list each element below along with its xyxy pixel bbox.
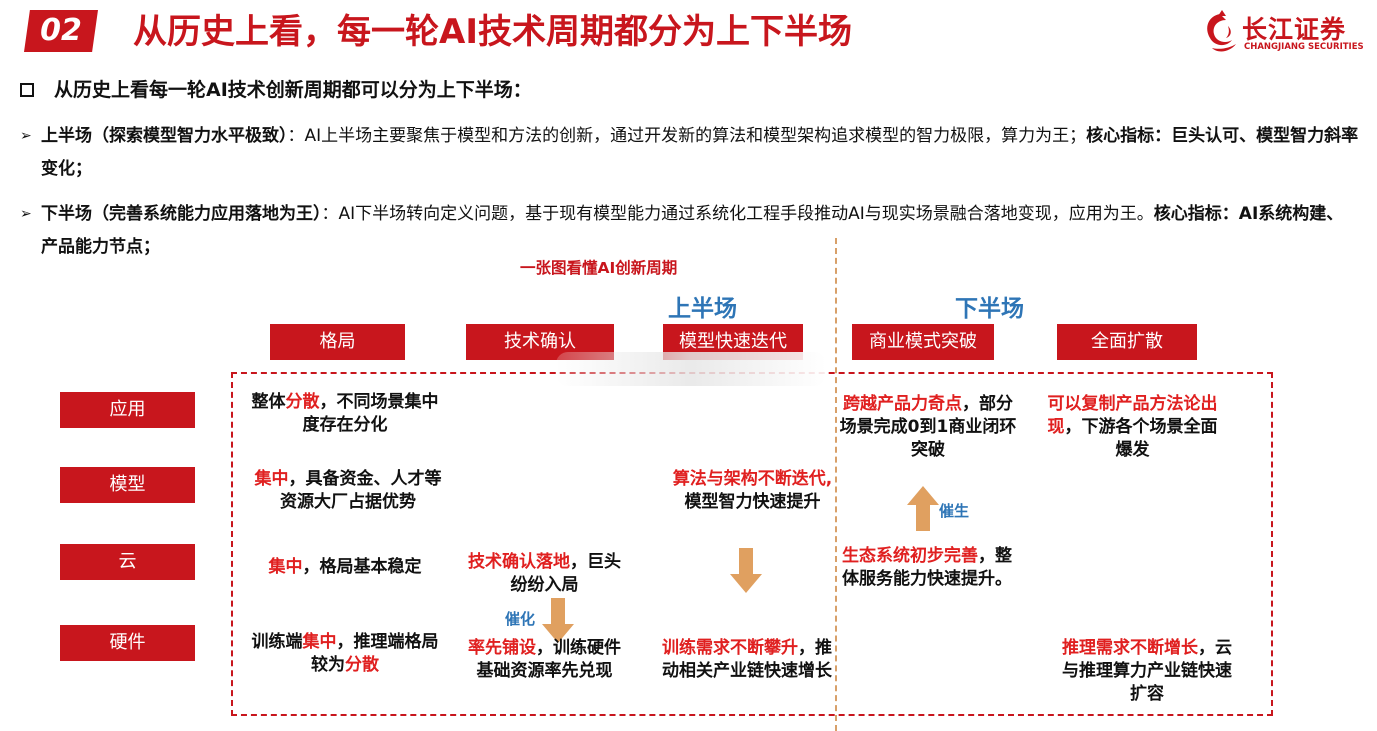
- arrow-bullet-icon: ➢: [20, 128, 32, 144]
- subheading: 从历史上看每一轮AI技术创新周期都可以分为上下半场：: [20, 76, 532, 104]
- company-logo: 长江证券 CHANGJIANG SECURITIES: [1198, 8, 1373, 56]
- diagram-title: 一张图看懂AI创新周期: [520, 259, 678, 277]
- bullet-lower-half: ➢ 下半场（完善系统能力应用落地为王）：AI下半场转向定义问题，基于现有模型能力…: [20, 198, 1360, 264]
- cell-model-iteration-model: 算法与架构不断迭代,模型智力快速提升: [672, 469, 833, 512]
- logo-emblem-icon: [1207, 10, 1236, 52]
- cell-landscape-hardware: 训练端集中，推理端格局较为分散: [251, 632, 439, 675]
- cell-landscape-model: 集中，具备资金、人才等资源大厂占据优势: [254, 469, 442, 512]
- cell-business-application: 跨越产品力奇点，部分场景完成0到1商业闭环突破: [839, 394, 1017, 460]
- bullet-upper-half: ➢ 上半场（探索模型智力水平极致）：AI上半场主要聚焦于模型和方法的创新，通过开…: [20, 120, 1360, 186]
- bullet-tail: 核心指标：巨头认可、模型智力斜率变化；: [41, 126, 1359, 179]
- half-divider-line: [835, 238, 837, 731]
- square-bullet-icon: [20, 83, 34, 97]
- lower-half-label: 下半场: [955, 296, 1024, 322]
- cell-landscape-cloud: 集中，格局基本稳定: [268, 557, 422, 577]
- cell-landscape-application: 整体分散，不同场景集中度存在分化: [251, 392, 439, 435]
- row-header-application: 应用: [60, 392, 195, 428]
- upper-half-label: 上半场: [668, 296, 737, 322]
- catalyze-label: 催化: [505, 610, 536, 628]
- page-title: 从历史上看，每一轮AI技术周期都分为上下半场: [133, 12, 852, 52]
- row-header-model: 模型: [60, 467, 195, 503]
- column-header-landscape: 格局: [270, 324, 405, 360]
- logo-cn-text: 长江证券: [1242, 15, 1347, 44]
- subheading-text: 从历史上看每一轮AI技术创新周期都可以分为上下半场：: [54, 79, 532, 101]
- bullet-text: ：AI上半场主要聚焦于模型和方法的创新，通过开发新的算法和模型架构追求模型的智力…: [287, 126, 1087, 146]
- up-arrow-icon: [907, 486, 939, 531]
- arrow-bullet-icon: ➢: [20, 206, 32, 222]
- bullet-tail: 核心指标：AI系统构建、产品能力节点；: [41, 204, 1344, 257]
- blurred-overlay: [556, 352, 826, 386]
- section-number-badge: 02: [24, 10, 98, 52]
- down-arrow-icon: [542, 598, 574, 643]
- bullet-lead: 上半场（探索模型智力水平极致）: [41, 126, 288, 146]
- row-header-cloud: 云: [60, 544, 195, 580]
- logo-en-text: CHANGJIANG SECURITIES: [1244, 42, 1364, 52]
- cell-model-iteration-hardware: 训练需求不断攀升，推动相关产业链快速增长: [662, 638, 832, 681]
- cell-tech-confirm-cloud: 技术确认落地，巨头纷纷入局: [468, 552, 621, 595]
- column-header-business-breakthrough: 商业模式突破: [852, 324, 994, 360]
- spawn-label: 催生: [939, 502, 970, 520]
- cell-business-cloud: 生态系统初步完善，整体服务能力快速提升。: [842, 546, 1012, 589]
- row-header-hardware: 硬件: [60, 625, 195, 661]
- column-header-full-diffusion: 全面扩散: [1057, 324, 1197, 360]
- bullet-lead: 下半场（完善系统能力应用落地为王）: [41, 204, 322, 224]
- cell-diffusion-hardware: 推理需求不断增长，云与推理算力产业链快速扩容: [1062, 638, 1232, 704]
- down-arrow-icon: [730, 548, 762, 593]
- bullet-text: ：AI下半场转向定义问题，基于现有模型能力通过系统化工程手段推动AI与现实场景融…: [321, 204, 1154, 224]
- cell-tech-confirm-hardware: 率先铺设，训练硬件基础资源率先兑现: [468, 638, 621, 681]
- cell-diffusion-application: 可以复制产品方法论出现，下游各个场景全面爆发: [1047, 394, 1218, 460]
